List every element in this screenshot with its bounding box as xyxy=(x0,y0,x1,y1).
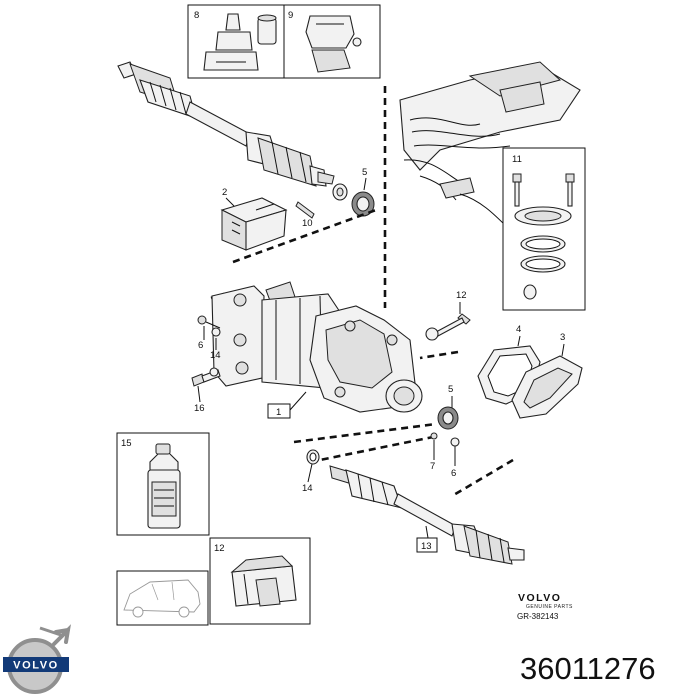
part-8-sleeve xyxy=(257,14,277,45)
callout-2: 2 xyxy=(222,187,227,198)
part-10-bolt: 10 xyxy=(295,201,315,229)
callout-10: 10 xyxy=(302,218,313,229)
callout-4: 4 xyxy=(516,324,521,335)
brand-name: VOLVO xyxy=(518,592,561,604)
lower-right-fasteners: 7 6 xyxy=(430,432,460,479)
part-3-cover: 3 xyxy=(511,332,583,419)
callout-13: 13 xyxy=(421,541,432,552)
callout-14-left: 14 xyxy=(210,350,221,361)
callout-15: 15 xyxy=(121,438,132,449)
callout-7: 7 xyxy=(430,461,435,472)
part-12-bolt: 12 xyxy=(425,290,471,341)
part-1-differential-unit: 1 xyxy=(211,281,423,419)
wiring-harness xyxy=(399,61,581,229)
part-5-upper-seal: 5 xyxy=(332,167,375,217)
article-number: 36011276 xyxy=(520,651,656,686)
volvo-logo: VOLVO xyxy=(3,624,71,694)
part-8-plug xyxy=(203,13,259,71)
upper-drive-shaft xyxy=(117,61,335,187)
callout-3: 3 xyxy=(560,332,565,343)
part-9-sensor xyxy=(305,15,362,73)
callout-6-left: 6 xyxy=(198,340,203,351)
callout-8: 8 xyxy=(194,10,199,21)
genuine-parts-label: GENUINE PARTS xyxy=(526,604,573,610)
callout-12-right: 12 xyxy=(456,290,467,301)
inset-part-15: 15 xyxy=(116,432,210,536)
callout-9: 9 xyxy=(288,10,293,21)
callout-12-inset: 12 xyxy=(214,543,225,554)
left-fasteners: 6 14 16 xyxy=(191,315,221,414)
volvo-logo-text: VOLVO xyxy=(13,660,59,672)
callout-5-lower: 5 xyxy=(448,384,453,395)
callout-6-right: 6 xyxy=(451,468,456,479)
inset-parts-8-9: 8 9 xyxy=(187,4,381,79)
inset-part-11: 11 xyxy=(502,147,586,311)
callout-14-lower: 14 xyxy=(302,483,313,494)
part-2-control-module: 2 xyxy=(220,187,288,251)
inset-part-12-sleeve: 12 xyxy=(209,537,311,625)
lower-drive-shaft: 14 13 xyxy=(302,449,525,565)
callout-16: 16 xyxy=(194,403,205,414)
volvo-genuine-parts-mark: VOLVO GENUINE PARTS GR-382143 xyxy=(517,592,573,621)
part-5-lower-seal: 5 xyxy=(437,384,459,430)
callout-5-upper: 5 xyxy=(362,167,367,178)
vehicle-location-illustration xyxy=(116,570,209,626)
diagram-reference: GR-382143 xyxy=(517,612,559,621)
callout-11: 11 xyxy=(512,154,522,165)
callout-1: 1 xyxy=(276,407,281,418)
